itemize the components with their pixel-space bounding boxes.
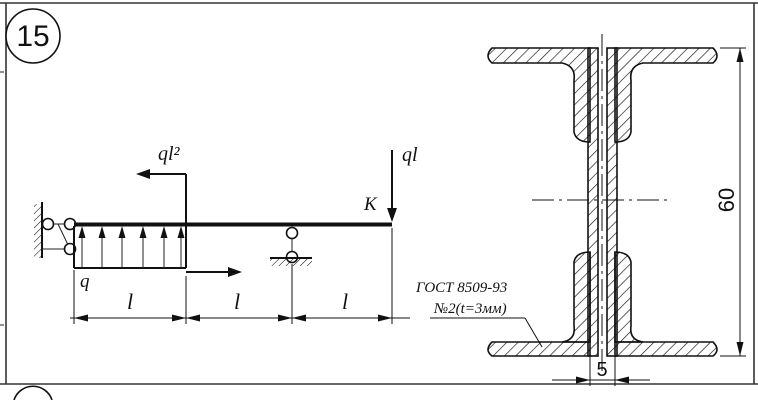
middle-support: [270, 226, 312, 266]
cross-section: 60 5 ГОСТ 8509-93 №2(t=3мм): [415, 34, 746, 386]
span-dimensions: l l l: [70, 228, 410, 324]
force-label: ql: [402, 144, 418, 166]
right-web-plate: [606, 47, 618, 357]
sheet-frame: [0, 2, 758, 385]
problem-number: 15: [16, 20, 49, 53]
profile-label: №2(t=3мм): [433, 301, 507, 317]
span-3-label: l: [342, 289, 348, 314]
beam: [74, 222, 392, 227]
span-2-label: l: [234, 289, 240, 314]
point-force: ql K: [363, 144, 418, 222]
height-dimension: 60: [714, 47, 746, 357]
standard-label: ГОСТ 8509-93: [415, 280, 507, 296]
moment-couple: ql²: [136, 143, 242, 277]
span-1-label: l: [127, 289, 133, 314]
left-web-plate: [587, 47, 599, 357]
point-k-label: K: [363, 194, 378, 215]
moment-label: ql²: [158, 143, 181, 165]
distributed-load-label: q: [80, 271, 90, 292]
beam-scheme: q ql² ql K: [34, 143, 418, 324]
standard-callout: ГОСТ 8509-93 №2(t=3мм): [415, 280, 543, 348]
problem-number-badge: 15: [5, 8, 61, 64]
right-angle-profile: [614, 47, 718, 143]
left-support: [34, 202, 77, 258]
left-angle-profile: [487, 47, 591, 143]
next-problem-badge: [13, 385, 53, 400]
gap-dimension: 5: [552, 356, 650, 386]
gap-dimension-label: 5: [596, 359, 607, 381]
height-dimension-label: 60: [714, 188, 739, 212]
distributed-load: q: [73, 174, 187, 292]
